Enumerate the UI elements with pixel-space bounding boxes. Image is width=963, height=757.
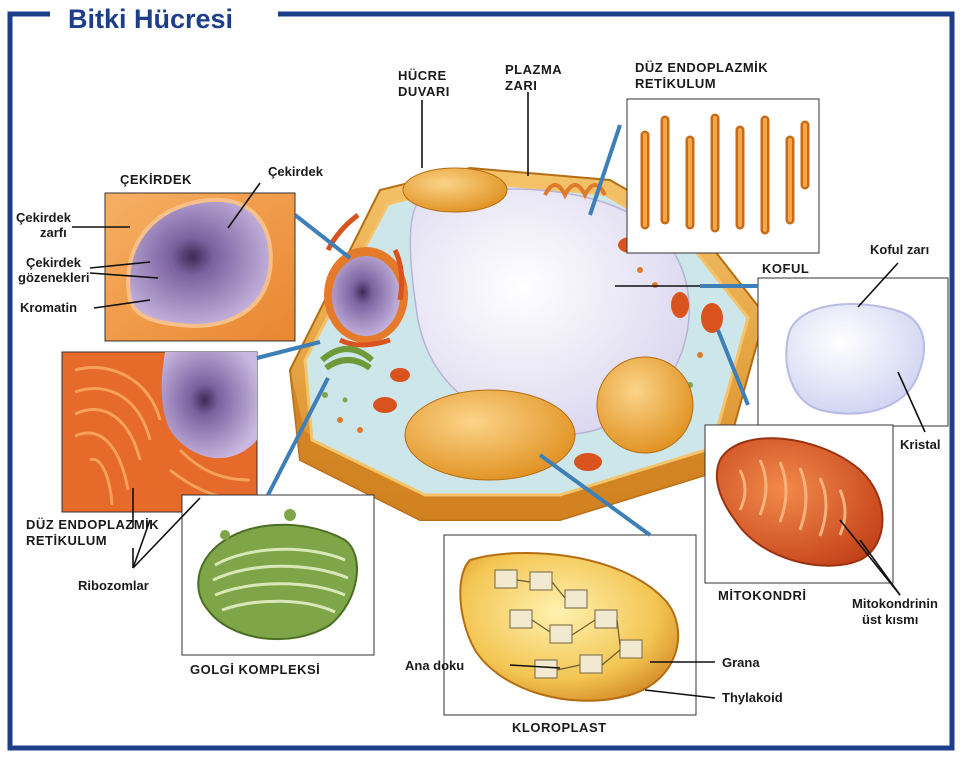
label-mitokondri: MİTOKONDRİ [718,588,807,603]
label-ribozomlar: Ribozomlar [78,578,149,593]
label-plazma-zari-2: ZARI [505,78,537,93]
label-ana-doku: Ana doku [405,658,464,673]
label-cekirdek-box: ÇEKİRDEK [120,172,192,187]
label-cekirdek-zarfi-1: Çekirdek [16,210,71,225]
label-mito-ust-1: Mitokondrinin [852,596,938,611]
label-cekirdek-gozenekleri-2: gözenekleri [18,270,90,285]
label-plazma-zari-1: PLAZMA [505,62,562,77]
label-cekirdek-zarfi-2: zarfı [40,225,67,240]
golgi-inset [182,495,374,655]
label-duz-er-left-1: DÜZ ENDOPLAZMİK [26,517,159,532]
page-title: Bitki Hücresi [68,4,233,35]
label-kloroplast: KLOROPLAST [512,720,607,735]
mitochondria-inset [705,425,893,583]
label-grana: Grana [722,655,760,670]
label-thylakoid: Thylakoid [722,690,783,705]
label-cekirdek-gozenekleri-1: Çekirdek [26,255,81,270]
label-koful: KOFUL [762,261,809,276]
nucleus-inset [105,193,295,341]
label-kromatin: Kromatin [20,300,77,315]
label-hucre-duvari-2: DUVARI [398,84,450,99]
label-mito-ust-2: üst kısmı [862,612,918,627]
rough-er-inset [62,352,257,512]
label-duz-er-left-2: RETİKULUM [26,533,107,548]
label-duz-er-top-1: DÜZ ENDOPLAZMİK [635,60,768,75]
label-hucre-duvari-1: HÜCRE [398,68,447,83]
label-kristal: Kristal [900,437,940,452]
smooth-er-inset [627,99,819,253]
vacuole-inset [758,278,948,426]
chloroplast-inset [444,535,696,715]
label-koful-zari: Koful zarı [870,242,929,257]
label-duz-er-top-2: RETİKULUM [635,76,716,91]
label-cekirdek: Çekirdek [268,164,323,179]
label-golgi: GOLGİ KOMPLEKSİ [190,662,320,677]
